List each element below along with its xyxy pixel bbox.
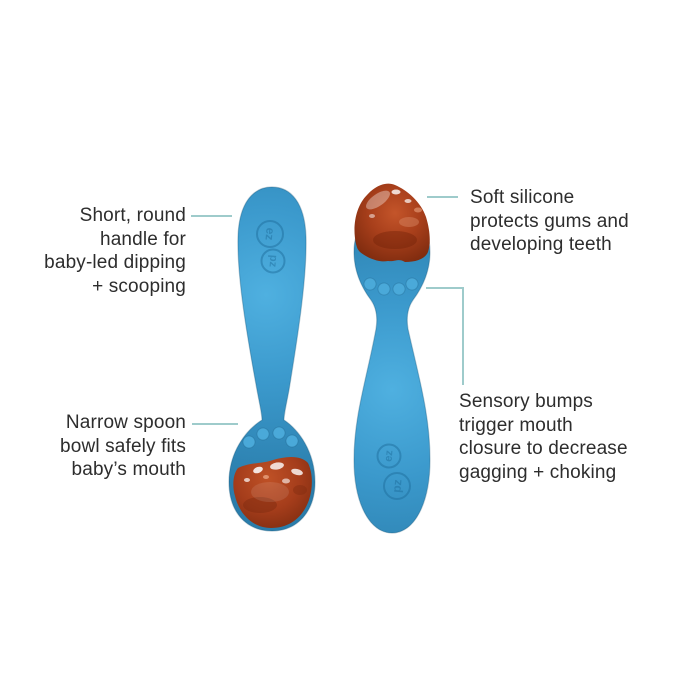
annotation-handle: Short, round handle for baby-led dipping… — [44, 204, 186, 298]
right-spoon: ez pz — [353, 183, 431, 534]
annotation-line: Soft silicone — [470, 187, 575, 208]
annotation-line: Short, round — [79, 205, 186, 226]
annotation-line: trigger mouth — [459, 414, 573, 436]
brand-logo-right-pz: pz — [389, 479, 404, 494]
brand-logo-left-ez: ez — [262, 227, 277, 241]
annotation-line: baby’s mouth — [71, 459, 186, 480]
food-left — [233, 456, 312, 528]
annotation-line: closure to decrease — [459, 438, 628, 459]
brand-logo-left-pz: pz — [266, 254, 279, 268]
brand-logo-left: ez pz — [256, 220, 286, 274]
food-right — [354, 183, 430, 262]
leader-line-bumps — [426, 287, 464, 385]
annotation-line: Narrow spoon — [65, 412, 186, 433]
annotation-bowl: Narrow spoon bowl safely fits baby’s mou… — [60, 411, 186, 482]
annotation-silicone: Soft silicone protects gums and developi… — [470, 186, 629, 257]
annotation-line: bowl safely fits — [60, 435, 186, 457]
sensory-bumps-right — [363, 277, 419, 296]
sensory-bumps-left — [242, 426, 299, 449]
annotation-line: Sensory bumps — [459, 391, 593, 412]
annotation-bumps: Sensory bumps trigger mouth closure to d… — [459, 390, 628, 484]
annotation-line: baby-led dipping — [44, 252, 186, 273]
annotation-line: handle for — [99, 228, 186, 250]
brand-logo-right-ez: ez — [383, 449, 396, 462]
leader-line-bowl — [192, 423, 238, 425]
leader-line-silicone — [427, 196, 458, 198]
annotation-line: gagging + choking — [459, 461, 617, 483]
annotation-line: + scooping — [92, 275, 186, 297]
leader-line-handle — [191, 215, 232, 217]
annotation-line: developing teeth — [470, 234, 612, 255]
left-spoon: ez pz — [228, 186, 316, 532]
annotation-line: protects gums and — [470, 210, 629, 232]
brand-logo-right: ez pz — [376, 443, 411, 500]
